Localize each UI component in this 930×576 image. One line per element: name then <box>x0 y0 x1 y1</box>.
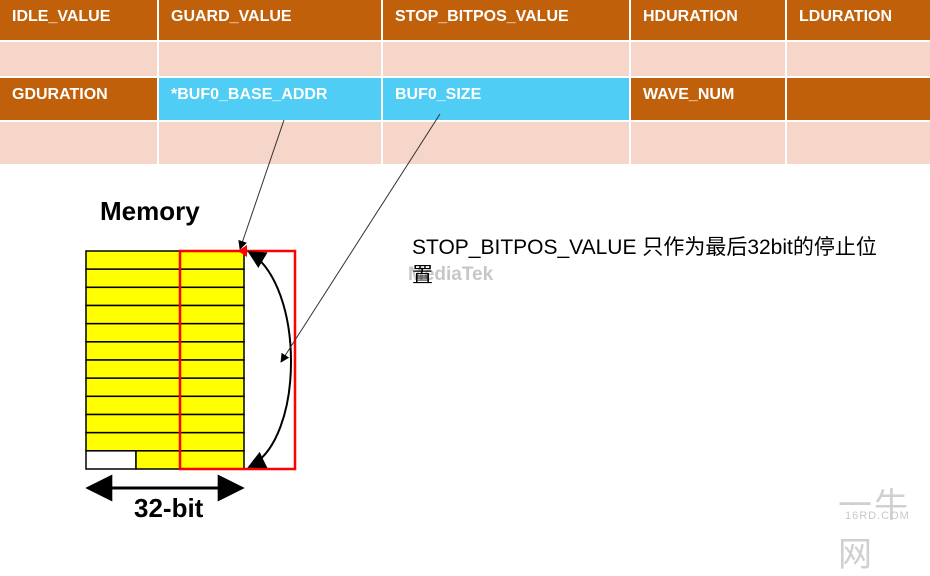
last-32bit-highlight <box>178 249 297 471</box>
memory-row <box>85 341 245 361</box>
memory-block <box>85 250 245 470</box>
empty-cell <box>159 42 381 76</box>
reg-empty <box>787 78 930 120</box>
empty-cell <box>631 42 785 76</box>
memory-row <box>85 395 245 416</box>
memory-row <box>85 322 245 343</box>
reg-buf0-base-addr: *BUF0_BASE_ADDR <box>159 78 381 120</box>
empty-cell <box>0 122 157 164</box>
reg-wave-num: WAVE_NUM <box>631 78 785 120</box>
empty-cell <box>787 42 930 76</box>
memory-title: Memory <box>100 196 200 226</box>
register-table: IDLE_VALUE GUARD_VALUE STOP_BITPOS_VALUE… <box>0 0 930 164</box>
memory-diagram <box>85 113 441 502</box>
corner-watermark-url: 16RD.COM <box>845 510 910 522</box>
reg-buf0-size: BUF0_SIZE <box>383 78 629 120</box>
memory-row <box>85 304 245 325</box>
memory-row-partial <box>135 450 245 470</box>
memory-row <box>85 286 245 307</box>
reg-gduration: GDURATION <box>0 78 157 120</box>
empty-cell <box>159 122 381 164</box>
memory-row <box>85 250 245 270</box>
reg-idle-value: IDLE_VALUE <box>0 0 157 40</box>
memory-row <box>85 268 245 289</box>
reg-lduration: LDURATION <box>787 0 930 40</box>
empty-cell <box>383 122 629 164</box>
empty-cell <box>383 42 629 76</box>
empty-cell <box>631 122 785 164</box>
empty-cell <box>0 42 157 76</box>
note-text: STOP_BITPOS_VALUE 只作为最后32bit的停止位置 <box>412 236 877 287</box>
memory-row <box>85 359 245 379</box>
range-curve-arrow <box>247 251 292 469</box>
base-addr-pointer <box>238 119 285 250</box>
mediatek-watermark: MediaTek <box>408 264 494 285</box>
memory-row <box>85 377 245 398</box>
corner-watermark: 一牛网 <box>838 487 910 574</box>
memory-row <box>85 413 245 434</box>
empty-cell <box>787 122 930 164</box>
reg-guard-value: GUARD_VALUE <box>159 0 381 40</box>
reg-stop-bitpos-value: STOP_BITPOS_VALUE <box>383 0 629 40</box>
width-label: 32-bit <box>134 493 204 523</box>
memory-row <box>85 431 245 452</box>
reg-hduration: HDURATION <box>631 0 785 40</box>
size-pointer <box>280 113 441 363</box>
memory-row-empty <box>85 450 137 470</box>
